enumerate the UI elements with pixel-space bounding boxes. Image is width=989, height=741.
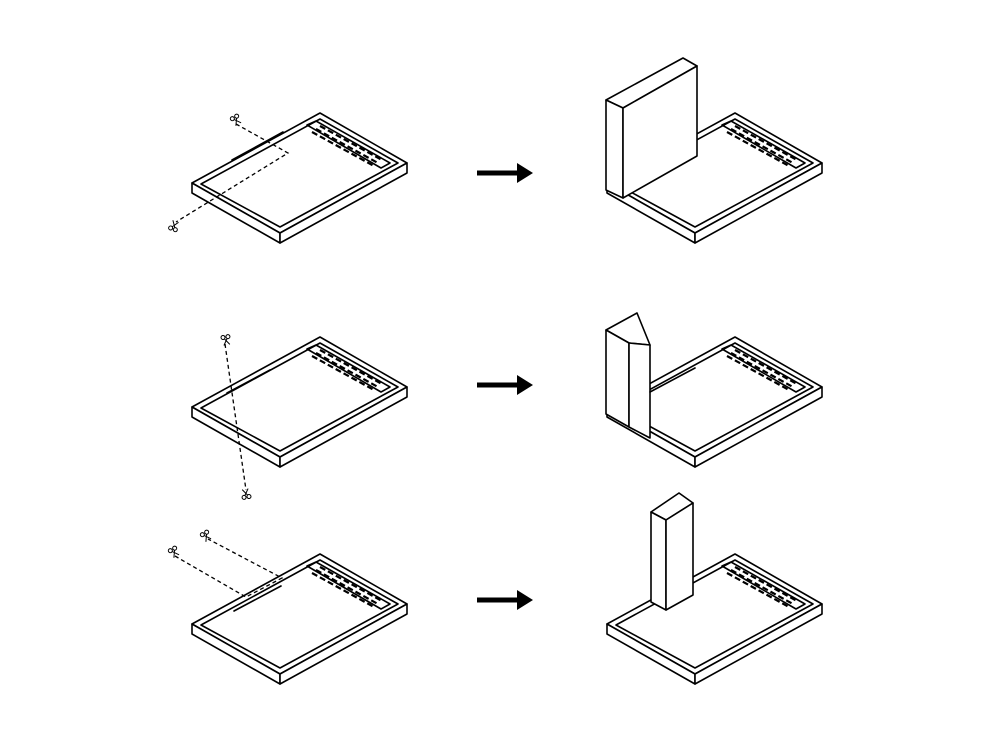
row-3 — [167, 492, 824, 686]
tray-before — [190, 552, 409, 686]
tray-before — [190, 335, 409, 469]
right-arrow-icon — [477, 163, 533, 183]
row-1 — [167, 57, 824, 245]
scissors-icon — [229, 112, 243, 128]
cut-path — [224, 343, 271, 491]
angled-panel-piece — [605, 312, 696, 439]
narrow-column-piece — [650, 492, 694, 611]
tray-after — [605, 552, 824, 686]
scissors-icon — [167, 219, 181, 233]
row-2 — [190, 312, 824, 501]
tray-before — [190, 111, 409, 245]
cut-path — [175, 123, 290, 223]
right-arrow-icon — [477, 590, 533, 610]
scissors-icon — [240, 487, 252, 501]
scissors-icon — [220, 333, 232, 347]
wide-slab-piece — [605, 57, 698, 199]
scissors-icon — [167, 544, 181, 560]
right-arrow-icon — [477, 375, 533, 395]
cut-path — [174, 538, 284, 612]
